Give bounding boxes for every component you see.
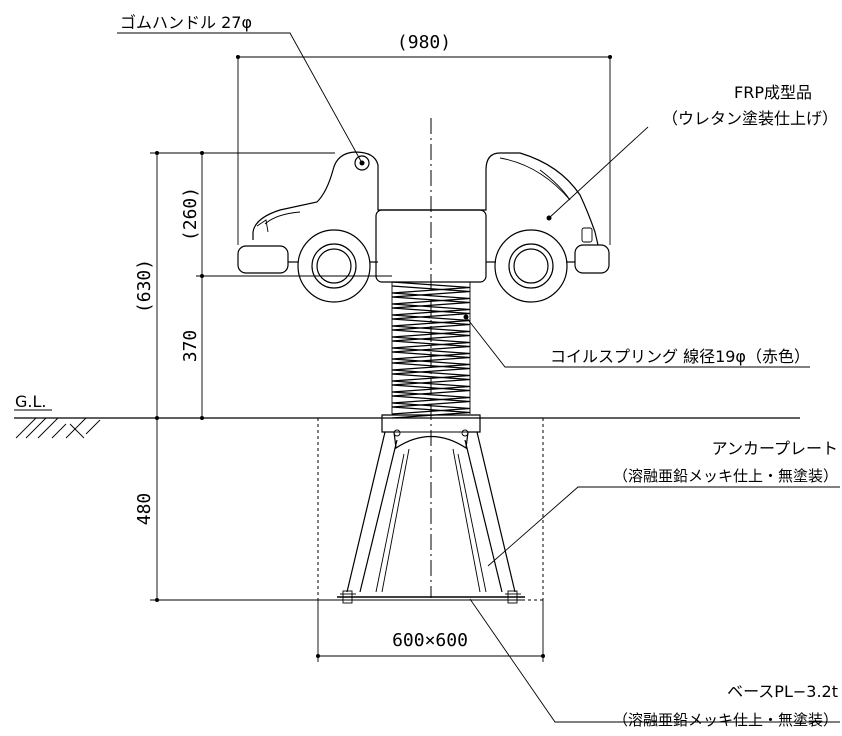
dim-vertical-left: (630) (260) 370 480 <box>134 151 392 602</box>
dim-embed-depth-text: 480 <box>134 493 155 526</box>
car-body <box>237 151 610 303</box>
leader-lines <box>117 32 840 723</box>
base-plate-label-line1: ベースPL−3.2t <box>727 682 838 701</box>
ground-line: G.L. <box>14 392 800 439</box>
dim-spring-height-text: 370 <box>180 330 201 363</box>
ground-hatch <box>15 417 101 439</box>
anchor-plate-label-line1: アンカープレート <box>712 439 838 458</box>
dim-overall-width: (980) <box>236 32 612 245</box>
dim-footing: 600×600 <box>316 600 545 662</box>
dim-overall-height-text: (630) <box>134 259 155 313</box>
dim-overall-width-text: (980) <box>397 32 451 53</box>
anchor-plate-label-line2: （溶融亜鉛メッキ仕上・無塗装） <box>613 467 838 485</box>
dim-body-height-text: (260) <box>180 187 201 241</box>
frp-label-line1: FRP成型品 <box>734 83 812 102</box>
coil-spring <box>391 281 471 419</box>
anchor-plate <box>337 414 525 604</box>
base-plate-label-line2: （溶融亜鉛メッキ仕上・無塗装） <box>613 711 838 729</box>
rubber-handle-label: ゴムハンドル 27φ <box>120 13 252 32</box>
frp-label-line2: （ウレタン塗装仕上げ） <box>662 109 838 128</box>
dim-footing-text: 600×600 <box>392 630 468 651</box>
ground-level-label: G.L. <box>15 392 46 411</box>
coil-spring-label: コイルスプリング 線径19φ（赤色） <box>550 347 810 366</box>
